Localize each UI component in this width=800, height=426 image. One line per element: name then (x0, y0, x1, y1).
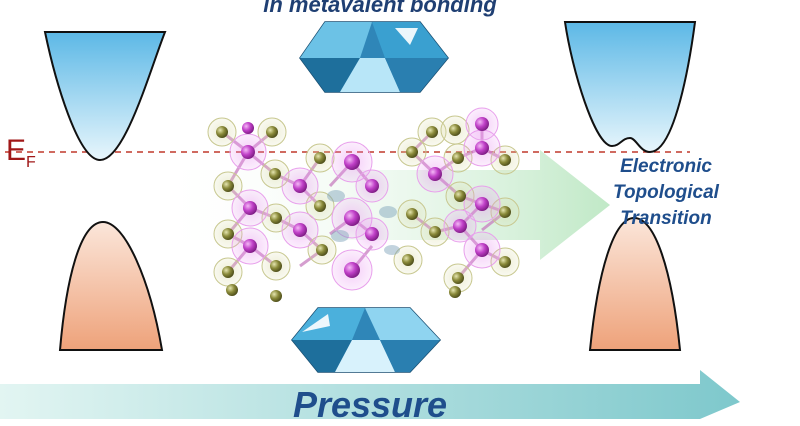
fermi-label-base: E (6, 134, 27, 167)
left-conduction-band (43, 31, 167, 162)
top-caption: in metavalent bonding (263, 0, 497, 17)
fermi-level-label: EF (6, 134, 36, 172)
right-conduction-band (563, 21, 697, 154)
fermi-label-subscript: F (26, 154, 36, 171)
crystal-bottom-icon (291, 307, 442, 373)
left-valence-band (58, 220, 164, 351)
transition-label-line1: Electronic Topological (613, 156, 719, 203)
crystal-top-icon (299, 21, 449, 93)
pressure-label: Pressure (292, 384, 448, 425)
right-valence-band (588, 216, 682, 351)
pressure-arrow (0, 370, 740, 419)
lattice-atoms (207, 107, 520, 302)
transition-label-line2: Transition (620, 208, 712, 229)
transition-label: Electronic Topological Transition (566, 154, 766, 232)
